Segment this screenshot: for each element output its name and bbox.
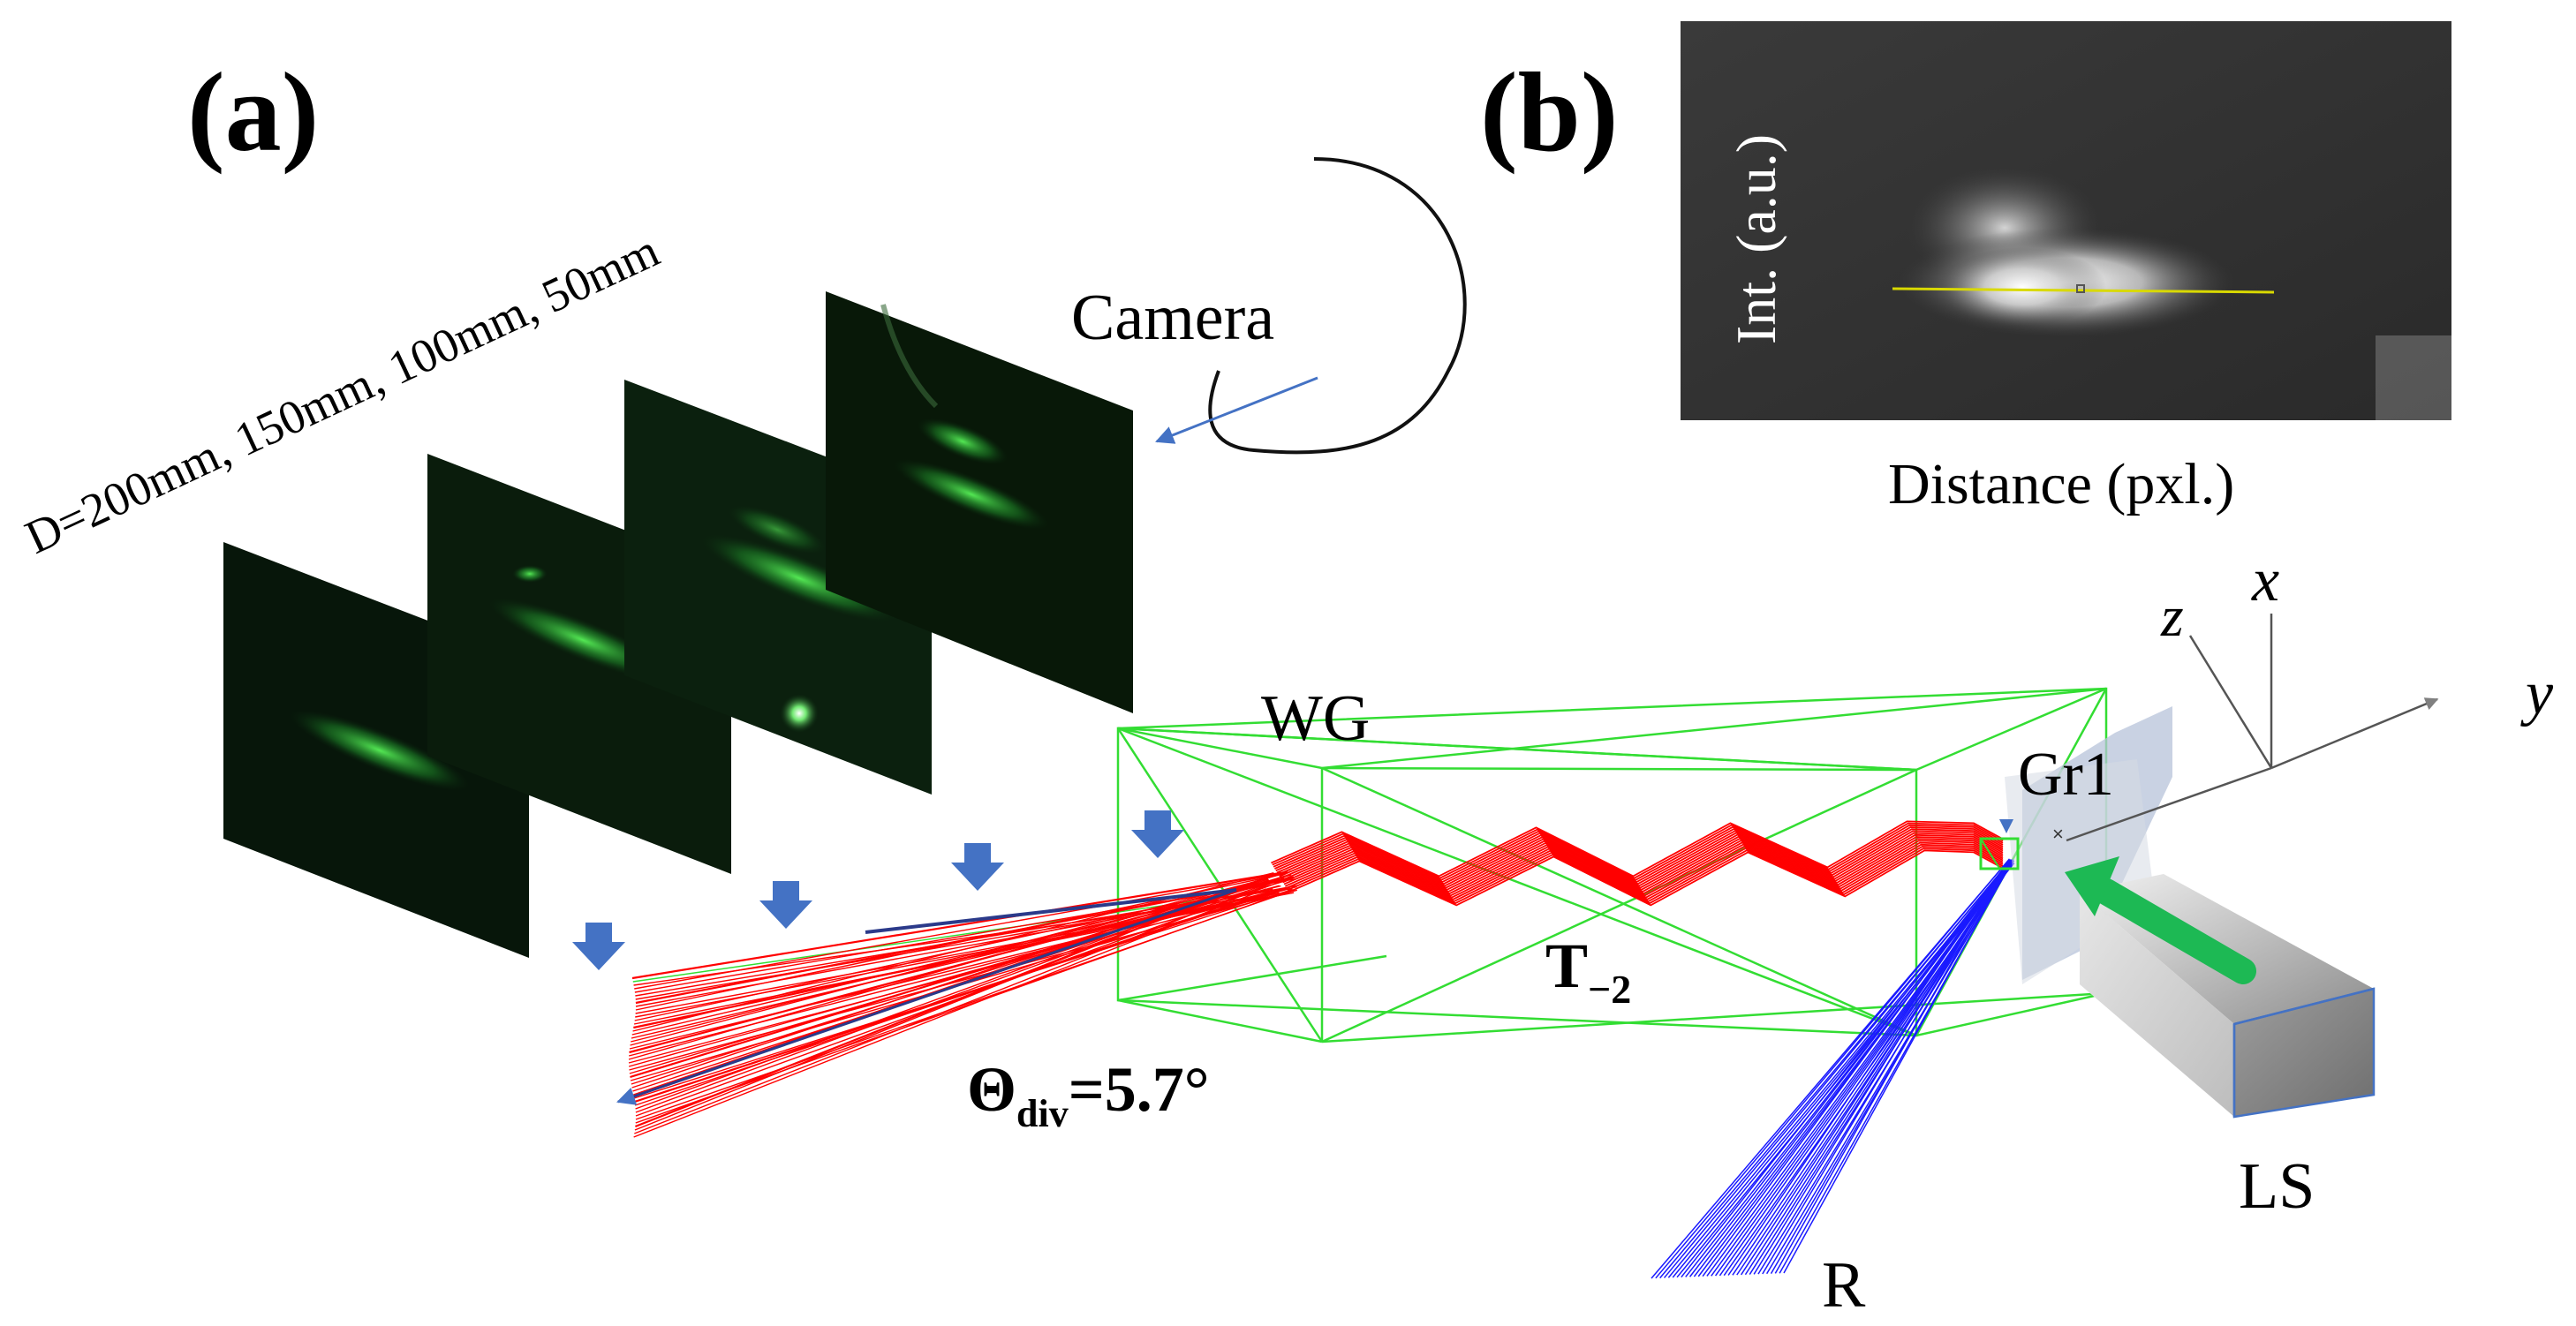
axis-y-label: y [2520, 659, 2554, 727]
axis-z-label: z [2160, 584, 2184, 649]
reflected-ray [1763, 860, 2010, 1274]
camera-view-arrow [1157, 378, 1318, 441]
reflection-label: R [1822, 1249, 1866, 1322]
output-ray [632, 872, 1288, 978]
down-arrow-1 [572, 923, 625, 970]
waveguide-zigzag-rays [1271, 821, 2003, 905]
output-ray [631, 878, 1287, 1042]
panel-b-label: (b) [1480, 49, 1618, 175]
reflected-ray [1665, 860, 2012, 1278]
output-ray [629, 875, 1280, 1059]
grating-x-mark: × [2052, 823, 2064, 845]
theta-value: =5.7° [1069, 1054, 1210, 1125]
grating-label: Gr1 [2018, 741, 2114, 809]
laser-source-label: LS [2239, 1150, 2315, 1223]
down-arrow-2 [759, 881, 812, 929]
divergence-angle-label: Θdiv=5.7° [967, 1054, 1210, 1135]
reflected-ray [1784, 860, 2013, 1273]
reflected-ray [1656, 859, 2010, 1278]
transmission-order-base: T [1545, 930, 1588, 1001]
reflected-ray [1775, 861, 2009, 1274]
theta-subscript: div [1016, 1092, 1069, 1135]
panel-b-ylabel: Int. (a.u.) [1725, 134, 1787, 344]
reflected-ray [1681, 860, 2011, 1277]
camera-label: Camera [1071, 282, 1274, 354]
transmission-order-label: T−2 [1545, 930, 1631, 1012]
reflected-ray [1677, 863, 2014, 1277]
panel-a-label: (a) [187, 49, 319, 175]
reflected-ray [1754, 860, 2009, 1274]
axis-x-label: x [2251, 546, 2279, 614]
reflected-ray [1719, 861, 2012, 1276]
down-arrow-3 [951, 843, 1004, 891]
transmission-order-sub: −2 [1588, 967, 1631, 1012]
waveguide-label: WG [1261, 682, 1370, 755]
panel-b-xlabel: Distance (pxl.) [1888, 452, 2234, 516]
reflected-ray [1728, 860, 2010, 1275]
reflected-ray [1698, 863, 2009, 1276]
reflected-ray-fan [1651, 859, 2014, 1278]
theta-symbol: Θ [967, 1054, 1016, 1125]
panel-b-image [1681, 21, 2451, 420]
reflected-ray [1703, 860, 2009, 1276]
